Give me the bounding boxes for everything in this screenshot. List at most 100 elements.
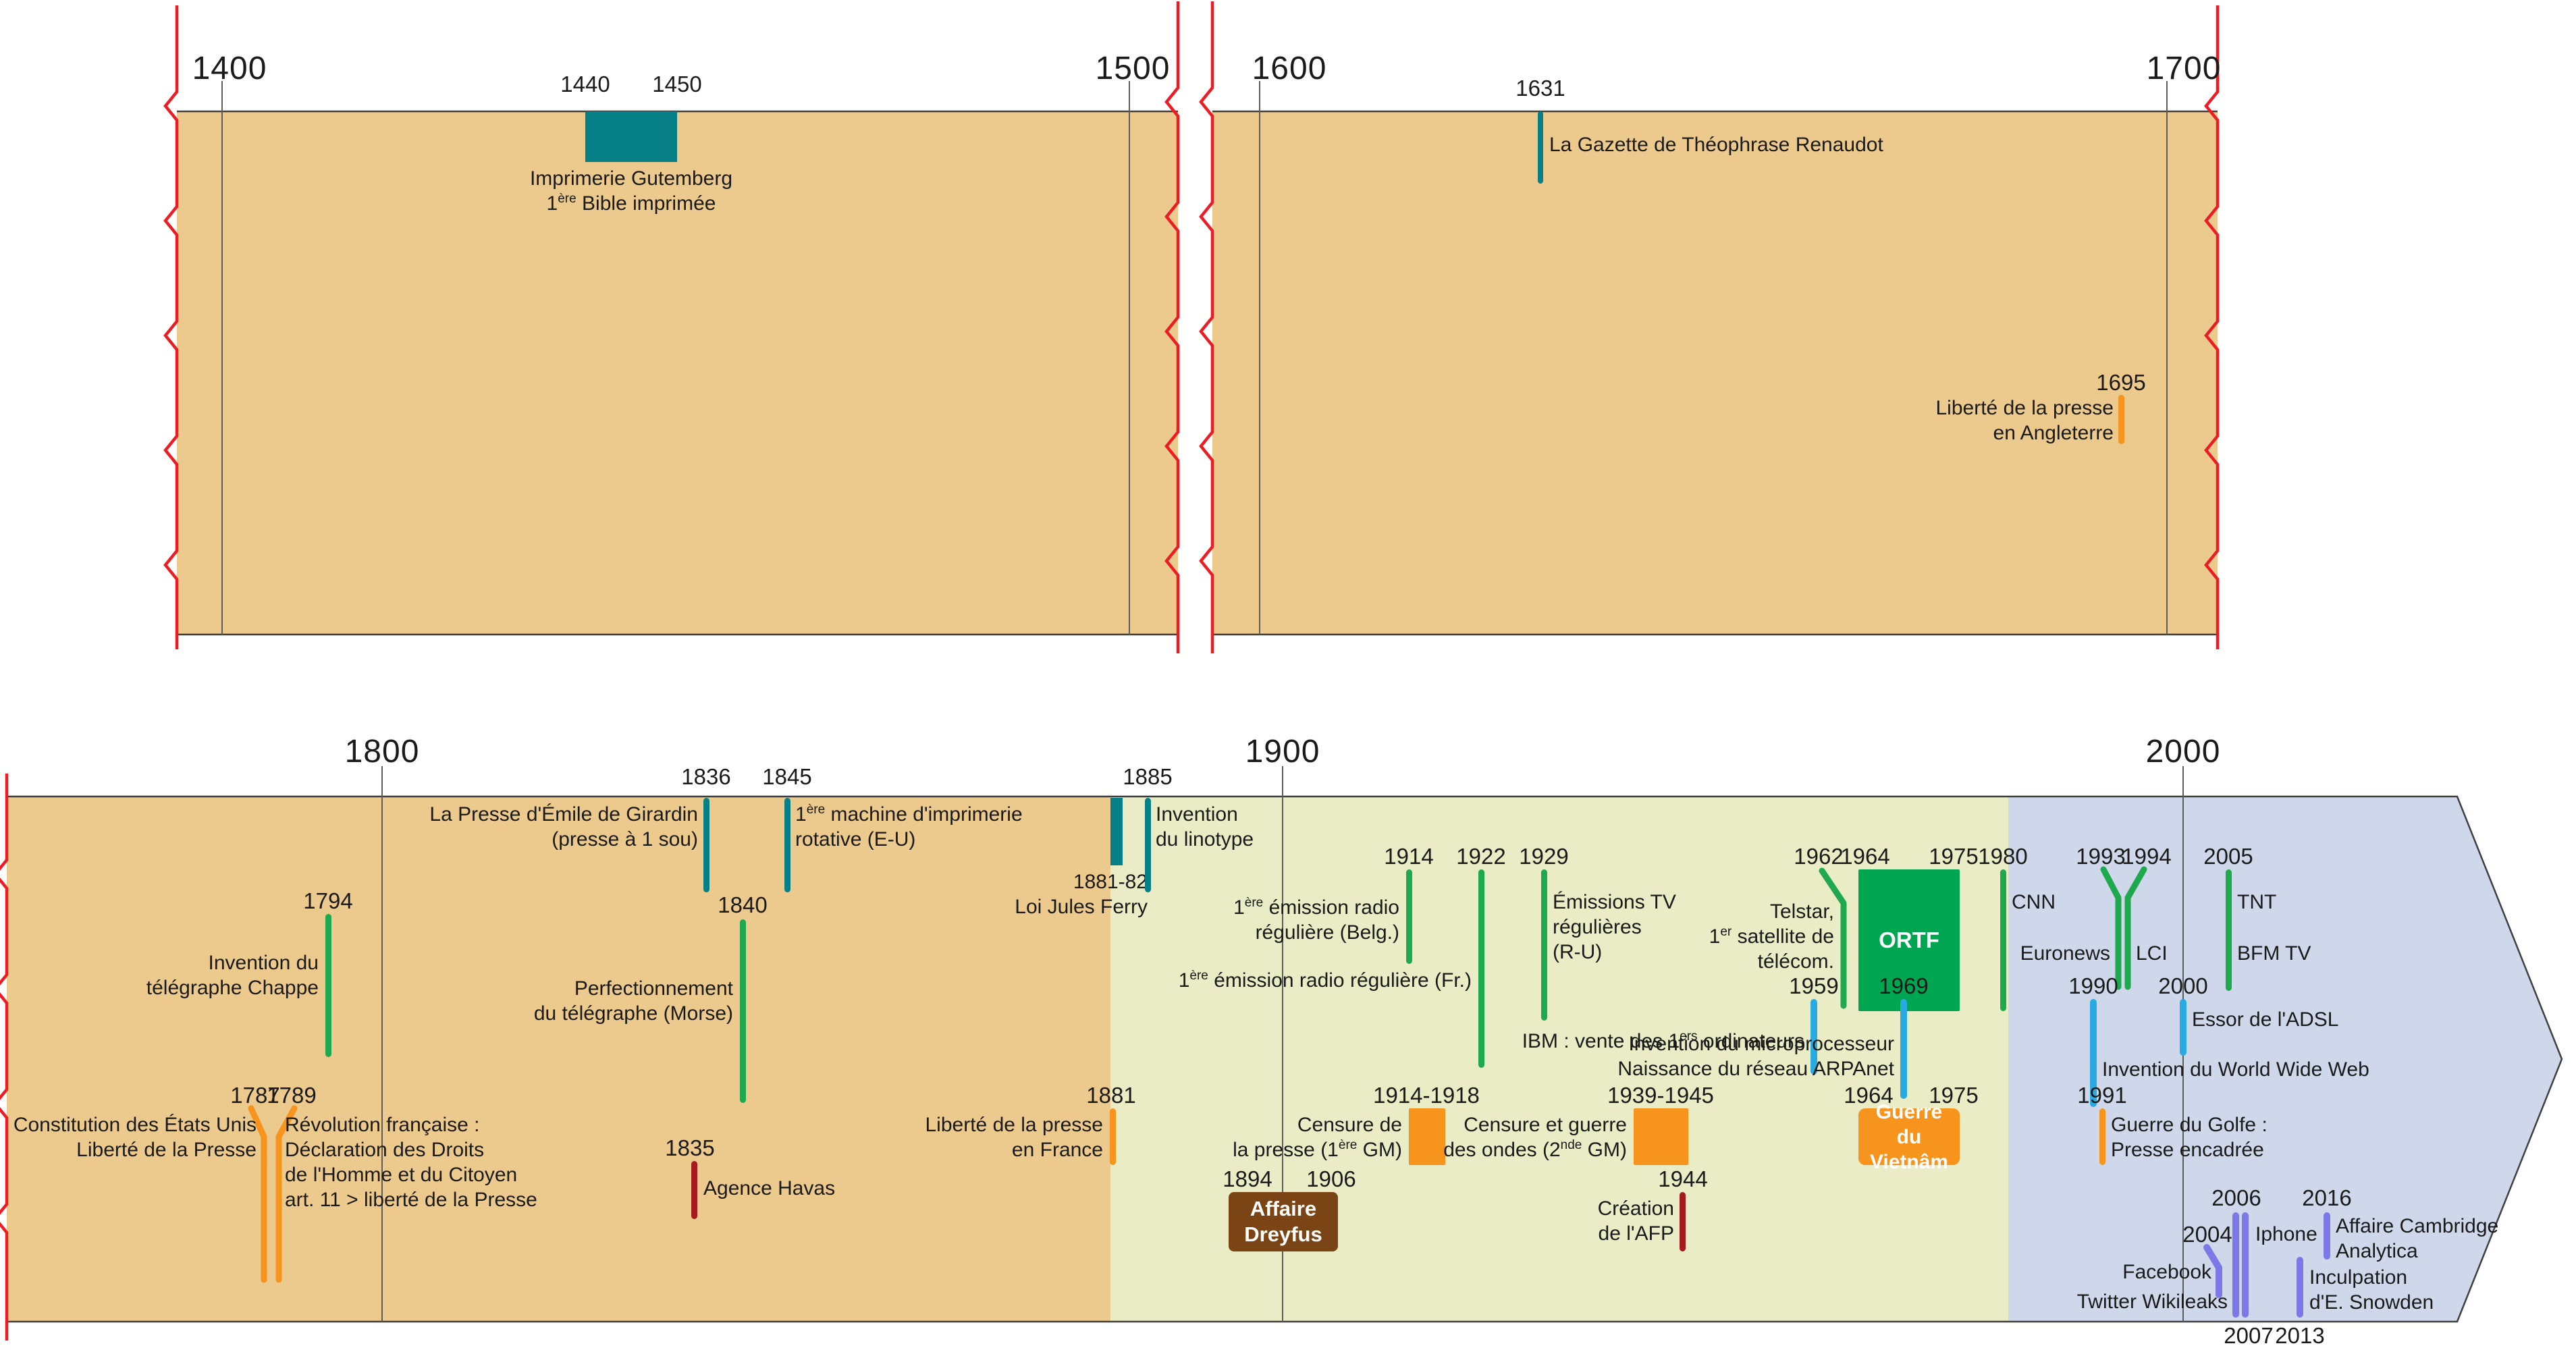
agence-havas-tick: [691, 1161, 697, 1219]
affaire-dreyfus-box-label: Dreyfus: [1244, 1222, 1322, 1246]
year-label: 1881: [1086, 1083, 1136, 1108]
century-label: 2000: [2145, 734, 2221, 770]
revolution-francaise-connector: [275, 1105, 298, 1283]
facebook-label: Facebook: [2122, 1261, 2211, 1283]
guerre-du-golfe-label: Guerre du Golfe :Presse encadrée: [2111, 1114, 2268, 1161]
year-label: 1991: [2077, 1083, 2127, 1108]
creation-afp-tick: [1679, 1192, 1686, 1251]
gutenberg-bar: [585, 111, 677, 162]
facebook-connector: [2203, 1244, 2222, 1298]
torn-edge: [0, 774, 9, 1341]
year-label: 1922: [1456, 844, 1506, 869]
torn-edge: [1199, 1, 1214, 653]
year-label: 2016: [2302, 1185, 2352, 1210]
presse-girardin-label: La Presse d'Émile de Girardin(presse à 1…: [429, 803, 698, 850]
year-label: 1929: [1519, 844, 1569, 869]
year-label: 1440: [560, 72, 610, 97]
guerre-vietnam-box-label: Guerre: [1875, 1100, 1943, 1123]
year-label: 1787: [230, 1083, 280, 1108]
affaire-dreyfus-box-label: Affaire: [1250, 1197, 1317, 1220]
gazette-renaudot-label: La Gazette de Théophrase Renaudot: [1549, 134, 1883, 156]
year-label: 1944: [1658, 1166, 1708, 1191]
band-border: [7, 795, 2563, 1323]
linotype-tick: [1144, 798, 1151, 892]
guerre-vietnam-box-label: du Vietnâm: [1869, 1125, 1949, 1173]
year-label: 1794: [303, 888, 353, 913]
world-wide-web-tick: [2090, 999, 2097, 1107]
band-region: [2008, 796, 2562, 1322]
tnt-bfmtv-label: BFM TV: [2237, 942, 2311, 965]
presse-girardin-tick: [703, 798, 709, 892]
year-label: 1939-1945: [1607, 1083, 1714, 1108]
twitter-wikileaks-iphone-label: Iphone: [2255, 1223, 2317, 1245]
century-label: 1400: [192, 51, 267, 86]
year-label: 1845: [762, 764, 812, 789]
year-label: 1964: [1840, 844, 1890, 869]
year-label: 1993: [2076, 844, 2126, 869]
year-label: 2005: [2203, 844, 2253, 869]
twitter-wikileaks-iphone-tick: [2232, 1212, 2239, 1318]
telegraphe-chappe-tick: [325, 914, 331, 1057]
year-label: 1695: [2096, 370, 2146, 395]
year-label: 1840: [718, 892, 768, 917]
year-label: 1969: [1879, 973, 1929, 998]
century-label: 1500: [1095, 51, 1171, 86]
year-label: 1631: [1515, 76, 1565, 101]
loi-jules-ferry-bar: [1110, 798, 1123, 865]
century-label: 1800: [344, 734, 420, 770]
ibm-ordinateurs-label: IBM : vente des 1ers ordinateurs: [1522, 1029, 1804, 1052]
world-wide-web-label: Invention du World Wide Web: [2102, 1058, 2369, 1081]
euronews-lci-connector: [2124, 866, 2147, 990]
cnn-label: CNN: [2012, 891, 2056, 913]
year-label: 1975: [1929, 1083, 1979, 1108]
essor-adsl-label: Essor de l'ADSL: [2192, 1008, 2339, 1031]
euronews-lci-connector: [2100, 866, 2122, 990]
liberte-presse-france-tick: [1109, 1108, 1116, 1165]
year-label: 1975: [1929, 844, 1979, 869]
year-label: 1450: [652, 72, 702, 97]
year-label: 2004: [2182, 1222, 2232, 1247]
year-label: 1964: [1844, 1083, 1894, 1108]
cambridge-analytica-tick: [2324, 1212, 2330, 1260]
year-label: 1789: [267, 1083, 317, 1108]
radio-france-tick: [1478, 869, 1484, 1068]
year-label: 1990: [2068, 973, 2118, 998]
agence-havas-label: Agence Havas: [703, 1177, 836, 1199]
gazette-renaudot-tick: [1538, 111, 1543, 184]
censure-ondes-2gm-box: [1634, 1108, 1688, 1165]
euronews-lci-label: Euronews: [2020, 942, 2110, 965]
torn-edge: [1164, 1, 1180, 653]
tnt-bfmtv-tick: [2225, 869, 2232, 991]
year-label: 1914: [1384, 844, 1434, 869]
tv-royaume-uni-tick: [1540, 869, 1547, 1021]
band-region: [1110, 796, 2008, 1322]
year-label: 1962: [1794, 844, 1844, 869]
ortf-box: ORTF: [1858, 869, 1960, 1011]
torn-edge: [2204, 5, 2220, 649]
ortf-box-label: ORTF: [1879, 927, 1939, 952]
band-region: [7, 796, 1110, 1322]
telstar-connector: [1819, 867, 1847, 1009]
radio-belgique-tick: [1405, 869, 1412, 964]
censure-presse-1gm-box: [1409, 1108, 1445, 1165]
year-label: 2013: [2275, 1323, 2325, 1348]
year-label: 1994: [2122, 844, 2172, 869]
year-label: 2006: [2211, 1185, 2261, 1210]
twitter-wikileaks-iphone-label: Twitter Wikileaks: [2076, 1291, 2228, 1313]
telegraphe-morse-tick: [739, 919, 746, 1103]
